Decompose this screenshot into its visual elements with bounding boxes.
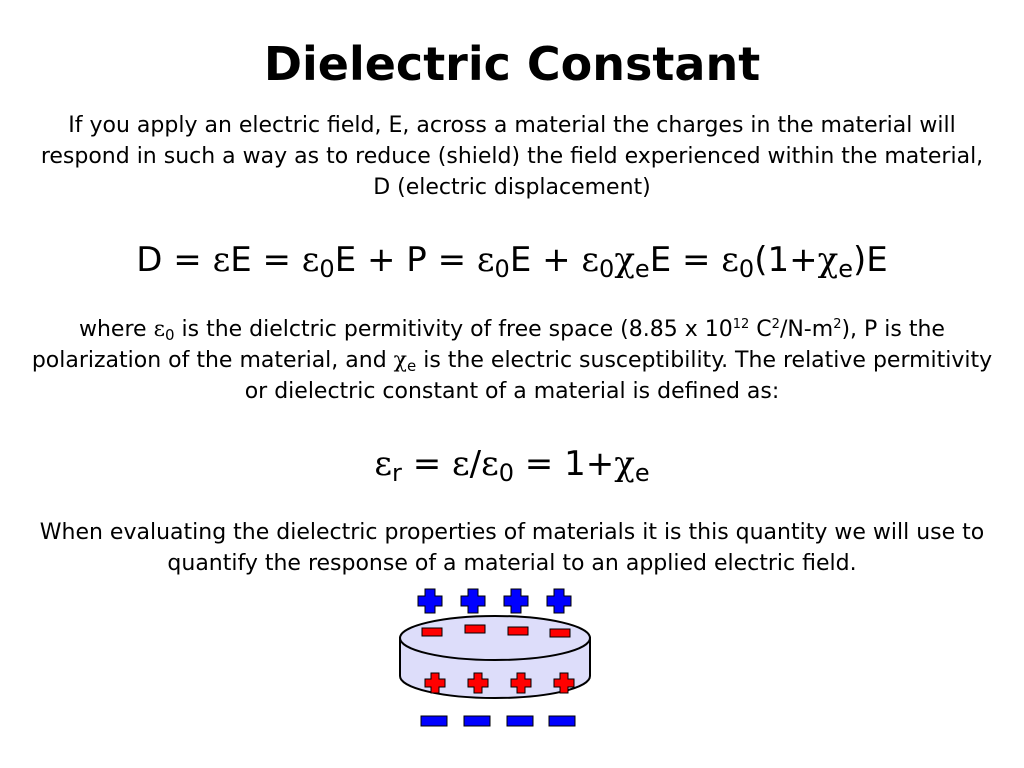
induced-negative-charge — [507, 626, 529, 636]
eq1-chi-1: χ — [614, 240, 635, 280]
top-plate-charges — [417, 588, 572, 614]
top-positive-charge — [417, 588, 443, 614]
eq1-epsilon-3: ε — [476, 240, 495, 280]
eq1-e-2: E — [649, 240, 672, 280]
bottom-negative-charge — [420, 715, 448, 727]
intro-paragraph: If you apply an electric field, E, acros… — [40, 113, 984, 200]
induced-negative-charges — [421, 624, 571, 638]
bottom-negative-charge — [463, 715, 491, 727]
expl-sub-e: e — [407, 357, 417, 375]
eq1-plus-p: E + P = — [334, 240, 477, 280]
expl-nm: /N-m — [779, 317, 834, 342]
slide-title: Dielectric Constant — [263, 37, 761, 91]
bottom-negative-charge — [506, 715, 534, 727]
top-positive-charge — [503, 588, 529, 614]
bottom-negative-charge — [548, 715, 576, 727]
eq1-close: )E — [852, 240, 888, 280]
eq2-sub-r: r — [392, 459, 402, 487]
relative-permittivity-equation: εr = ε/ε0 = 1+χe — [0, 442, 1024, 486]
explanation-paragraph: where ε0 is the dielctric permitivity of… — [30, 314, 994, 407]
induced-positive-charge — [510, 672, 532, 694]
eq1-epsilon-1: ε — [212, 240, 231, 280]
eq2-equals: = — [401, 444, 452, 484]
induced-positive-charge — [467, 672, 489, 694]
bottom-plate-charges — [420, 715, 576, 727]
eq2-sub-zero: 0 — [498, 459, 514, 487]
induced-positive-charge — [424, 672, 446, 694]
induced-positive-charges — [424, 672, 575, 694]
eq1-plus: E + — [509, 240, 582, 280]
top-positive-charge — [460, 588, 486, 614]
eq2-one-plus: = 1+ — [514, 444, 615, 484]
expl-part3: is the electric susceptibility. The rela… — [244, 348, 993, 404]
eq1-epsilon-4: ε — [581, 240, 600, 280]
expl-part2: ), P is the polarization of the material… — [31, 317, 945, 373]
eq1-epsilon-5: ε — [721, 240, 739, 280]
eq1-open: (1+ — [754, 240, 818, 280]
expl-exponent-12: 12 — [732, 317, 750, 332]
induced-negative-charge — [549, 628, 571, 638]
eq2-slash: / — [469, 444, 482, 484]
expl-sq-1: 2 — [771, 317, 780, 332]
eq2-epsilon-1: ε — [374, 444, 393, 484]
cylinder-top-face — [399, 615, 591, 661]
displacement-equation: D = εE = ε0E + P = ε0E + ε0χeE = ε0(1+χe… — [0, 238, 1024, 282]
expl-sq-2: 2 — [833, 317, 842, 332]
eq1-sub-zero-1: 0 — [319, 255, 335, 283]
eq2-epsilon-3: ε — [481, 444, 499, 484]
conclusion-paragraph: When evaluating the dielectric propertie… — [39, 520, 985, 576]
eq1-sub-e-1: e — [634, 255, 650, 283]
eq2-chi: χ — [614, 444, 635, 484]
induced-positive-charge — [553, 672, 575, 694]
expl-where: where — [79, 317, 154, 342]
eq2-sub-e: e — [634, 459, 650, 487]
eq1-sub-zero-3: 0 — [599, 255, 615, 283]
dielectric-cylinder — [399, 615, 591, 699]
expl-c: C — [749, 317, 772, 342]
eq1-e-1: E — [230, 240, 252, 280]
eq1-equals-2: = — [671, 240, 722, 280]
eq1-sub-zero-4: 0 — [738, 255, 755, 283]
top-positive-charge — [546, 588, 572, 614]
expl-epsilon: ε — [153, 317, 165, 342]
induced-negative-charge — [421, 627, 443, 637]
eq1-epsilon-2: ε — [301, 240, 320, 280]
eq1-sub-zero-2: 0 — [494, 255, 510, 283]
eq1-chi-2: χ — [817, 240, 839, 280]
eq1-d: D = — [136, 240, 213, 280]
expl-part1: is the dielctric permitivity of free spa… — [174, 317, 733, 342]
induced-negative-charge — [464, 624, 486, 634]
expl-chi: χ — [393, 348, 408, 373]
eq1-sub-e-2: e — [838, 255, 853, 283]
expl-sub-zero: 0 — [164, 326, 175, 344]
eq1-equals-1: = — [251, 240, 302, 280]
eq2-epsilon-2: ε — [452, 444, 470, 484]
